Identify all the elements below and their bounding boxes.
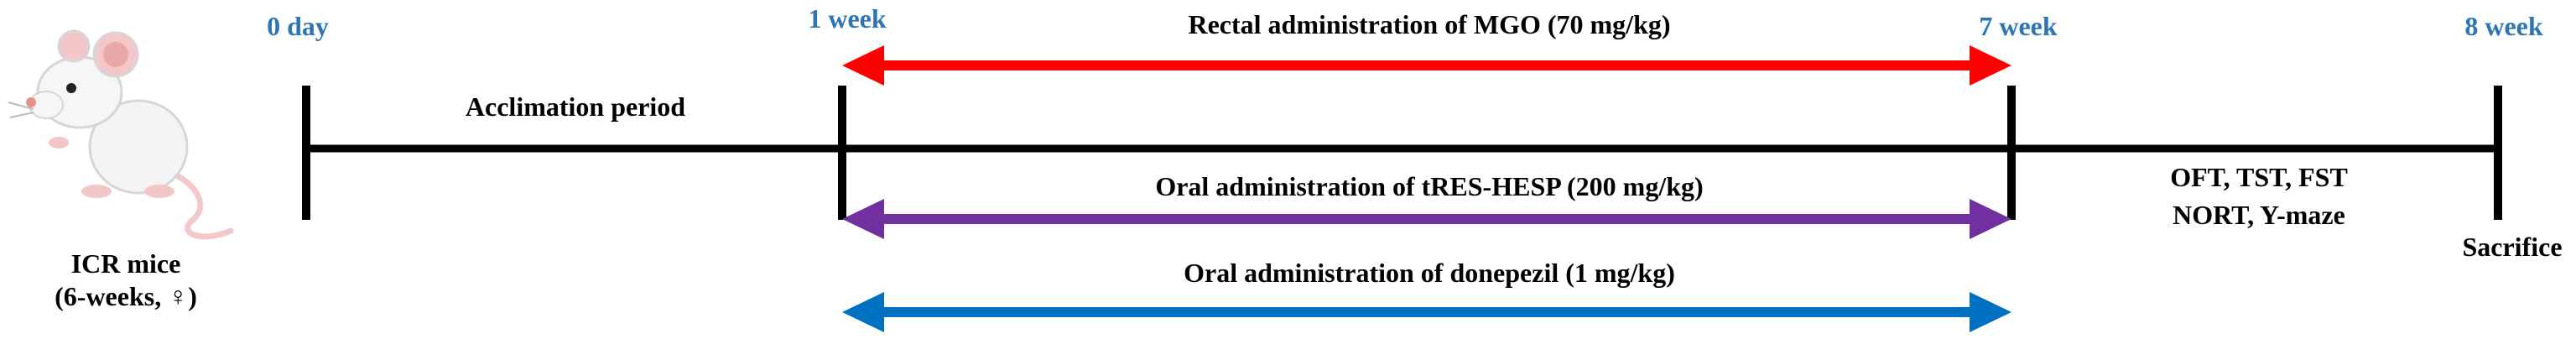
timepoint-week7-label: 7 week	[1979, 11, 2058, 41]
mgo-label: Rectal administration of MGO (70 mg/kg)	[1188, 9, 1670, 39]
subject-label-line2: (6-weeks, ♀)	[55, 281, 197, 311]
sacrifice-label: Sacrifice	[2462, 232, 2562, 262]
tests-label-line2: NORT, Y-maze	[2173, 200, 2345, 230]
timepoint-week1-label: 1 week	[808, 3, 887, 34]
donepezil-label: Oral administration of donepezil (1 mg/k…	[1184, 258, 1675, 288]
donepezil-arrow	[842, 292, 2011, 332]
tres-hesp-label: Oral administration of tRES-HESP (200 mg…	[1155, 171, 1703, 201]
timepoint-week8-label: 8 week	[2464, 11, 2543, 41]
mouse-icon	[8, 29, 234, 240]
tres-hesp-arrow	[842, 199, 2011, 239]
timepoint-day0-label: 0 day	[267, 11, 329, 41]
mgo-arrow	[842, 45, 2011, 86]
tests-label-line1: OFT, TST, FST	[2170, 162, 2348, 192]
subject-label-line1: ICR mice	[71, 248, 181, 279]
acclimation-label: Acclimation period	[466, 91, 685, 122]
